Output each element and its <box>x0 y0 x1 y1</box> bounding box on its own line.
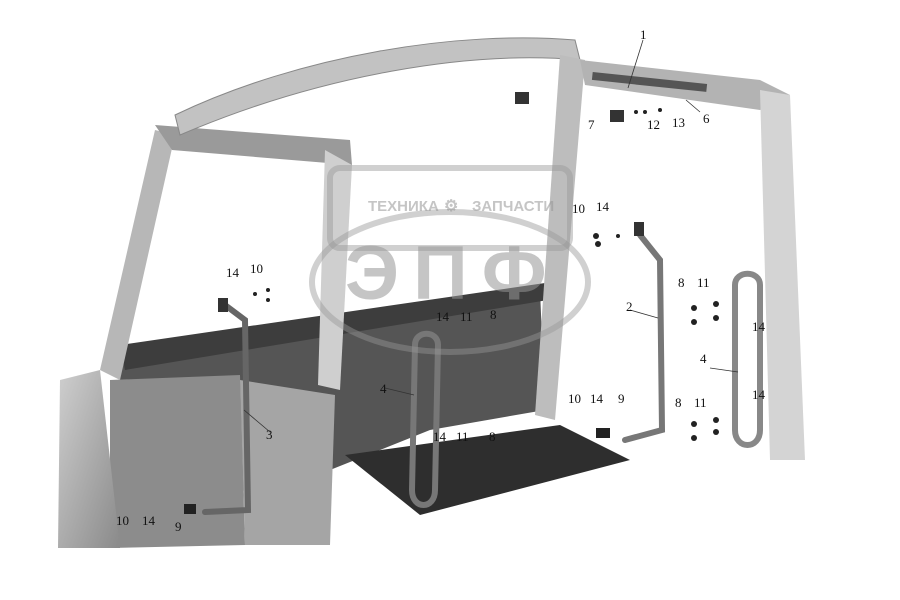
handle-3-mount <box>218 298 228 312</box>
grab-handle-4-center <box>408 330 442 508</box>
mirror-bracket <box>515 92 529 104</box>
floor-mat <box>345 425 630 515</box>
leader-lines <box>243 39 739 433</box>
windshield-left-frame <box>318 150 352 390</box>
watermark-right-word: ЗАПЧАСТИ <box>472 198 555 215</box>
callout-label: 11 <box>694 395 707 410</box>
callout-label: 13 <box>672 115 685 130</box>
callout-label: 8 <box>489 429 496 444</box>
callout-label: 6 <box>703 111 710 126</box>
callout-label: 14 <box>436 309 449 324</box>
windshield-left-post <box>155 125 352 165</box>
interior-side-panel <box>240 380 335 545</box>
callout-label: 14 <box>596 199 609 214</box>
callout-label: 12 <box>647 117 660 132</box>
grab-handle-4-right <box>732 270 763 448</box>
callout-label: 8 <box>678 275 685 290</box>
grab-handle-3 <box>202 302 252 515</box>
callout-label: 9 <box>618 391 625 406</box>
left-door-pillar <box>58 370 120 548</box>
callout-label: 1 <box>640 27 647 42</box>
part-9-cap-right <box>596 428 610 438</box>
handle-2-mount <box>634 222 644 236</box>
callout-label: 11 <box>456 429 469 444</box>
callout-label: 14 <box>433 429 446 444</box>
callout-label: 2 <box>626 299 633 314</box>
fasteners <box>253 108 719 441</box>
callout-label: 11 <box>697 275 710 290</box>
sun-visor-rail <box>591 71 708 92</box>
center-pillar <box>535 55 585 420</box>
right-rear-pillar <box>760 90 805 460</box>
callout-label: 14 <box>142 513 155 528</box>
grab-handle-2 <box>622 232 666 443</box>
watermark-logo <box>309 165 591 355</box>
callout-label: 14 <box>590 391 603 406</box>
watermark-logo-text: ЭПФ <box>345 231 561 316</box>
callout-label: 7 <box>588 117 595 132</box>
callout-label: 11 <box>460 309 473 324</box>
callout-label: 14 <box>226 265 239 280</box>
callout-label: 10 <box>116 513 129 528</box>
part-9-cap-left <box>184 504 196 514</box>
part-7-bracket <box>610 110 624 122</box>
callout-label: 8 <box>675 395 682 410</box>
callout-label: 4 <box>380 381 387 396</box>
callout-label: 8 <box>490 307 497 322</box>
callout-label: 9 <box>175 519 182 534</box>
callout-label: 4 <box>700 351 707 366</box>
callout-label: 10 <box>250 261 263 276</box>
callout-label: 10 <box>572 201 585 216</box>
callout-label: 14 <box>752 319 765 334</box>
watermark-gear-icon: ⚙ <box>444 198 459 215</box>
callout-label: 3 <box>266 427 273 442</box>
callout-label: 14 <box>752 387 765 402</box>
interior-lower-panel <box>110 375 245 548</box>
watermark-left-word: ТЕХНИКА <box>368 198 439 215</box>
left-a-pillar <box>100 130 175 380</box>
roof-arc <box>174 37 581 136</box>
callout-label: 10 <box>568 391 581 406</box>
